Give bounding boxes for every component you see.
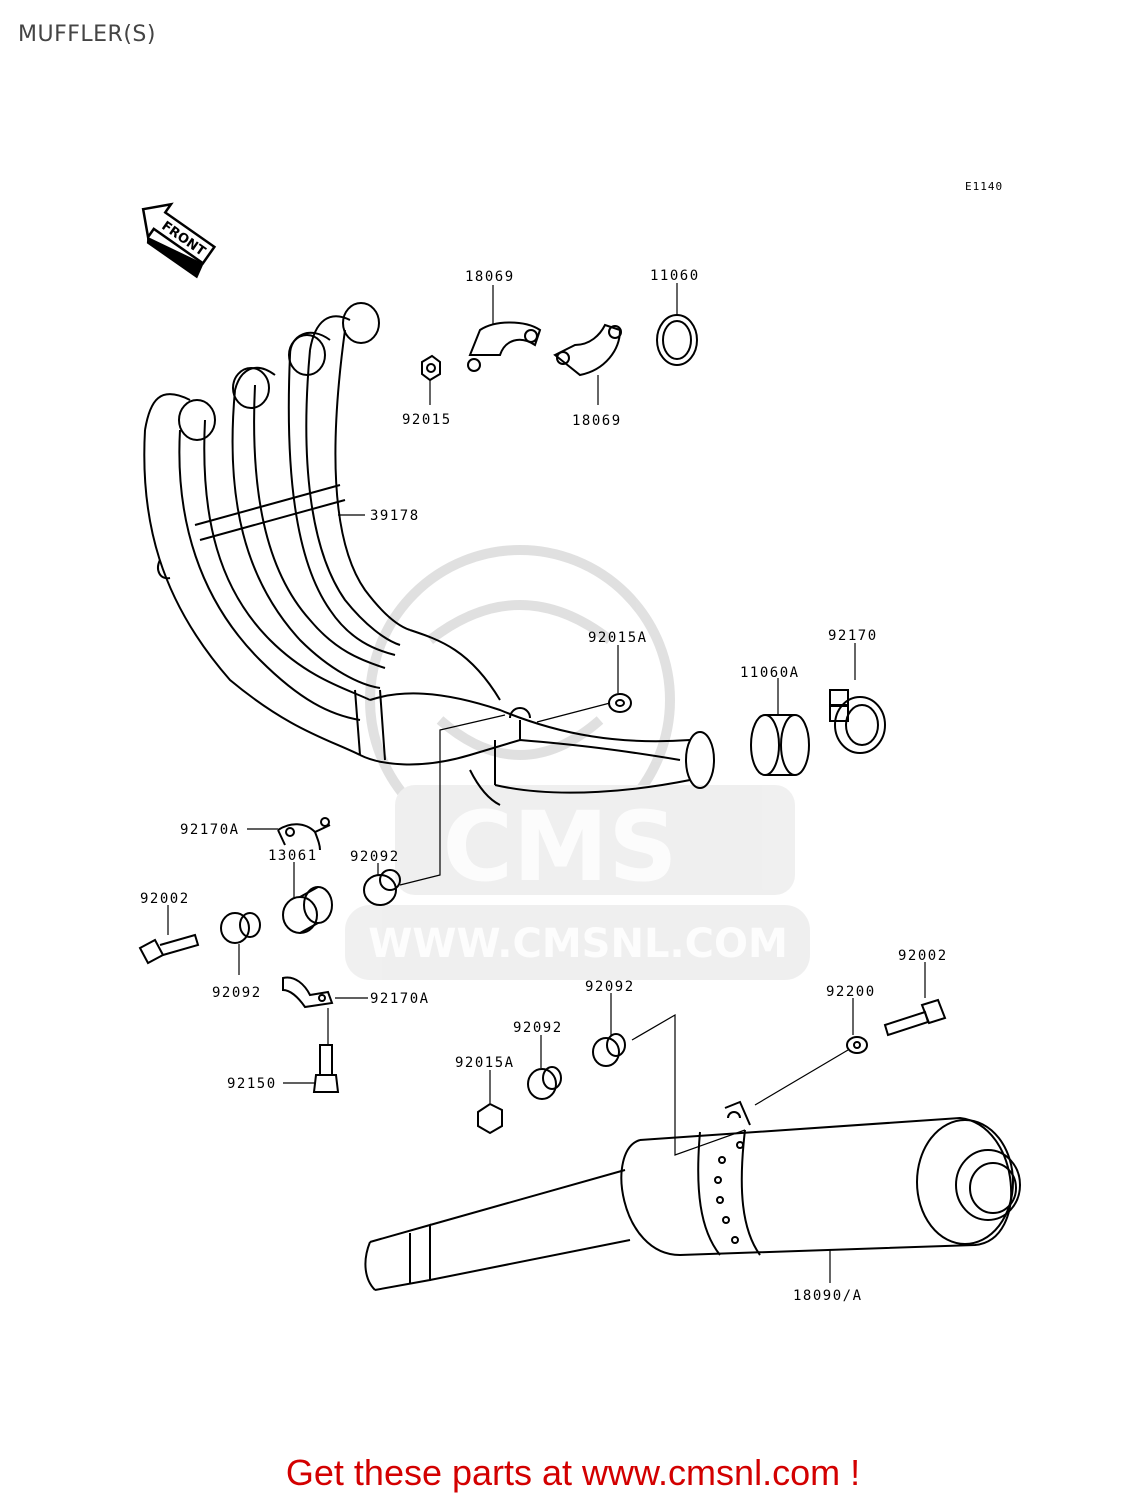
callout-labels: 18069 11060 92015 18069 39178 92015A 921…: [140, 268, 948, 1304]
clamp-18069-a: [467, 321, 542, 372]
damper-92092-left: [220, 912, 261, 944]
diagram-code: E1140: [965, 180, 1003, 193]
callout-92015A-upper: 92015A: [588, 630, 648, 646]
watermark-brand: CMS: [442, 791, 677, 903]
bracket-92170A-lower: [282, 976, 334, 1009]
callout-92002-left: 92002: [140, 891, 190, 907]
callout-11060: 11060: [650, 268, 700, 284]
callout-92002-right: 92002: [898, 948, 948, 964]
callout-92092-lower-b: 92092: [585, 979, 635, 995]
callout-18069-bottom: 18069: [572, 413, 622, 429]
callout-92150: 92150: [227, 1076, 277, 1092]
nut-92015A-upper: [608, 693, 632, 713]
exhaust-header-39178: [143, 302, 715, 806]
callout-18069-top: 18069: [465, 269, 515, 285]
footer-promo: Get these parts at www.cmsnl.com !: [0, 1452, 1146, 1494]
bolt-92002-left: [138, 933, 200, 965]
gasket-11060A: [750, 714, 810, 776]
callout-92015A-lower: 92015A: [455, 1055, 515, 1071]
watermark-url: WWW.CMSNL.COM: [368, 921, 788, 967]
gasket-11060: [656, 314, 698, 366]
nut-92015: [421, 354, 441, 382]
clamp-18069-b: [553, 323, 622, 377]
bolt-92002-right: [883, 998, 947, 1037]
bolt-92150: [312, 1044, 340, 1093]
callout-18090A: 18090/A: [793, 1288, 863, 1304]
page-title: MUFFLER(S): [18, 22, 156, 47]
callout-92092-left: 92092: [212, 985, 262, 1001]
muffler-18090: [364, 1100, 1021, 1291]
damper-92092-lower-a: [527, 1066, 562, 1100]
callout-92170: 92170: [828, 628, 878, 644]
footer-link[interactable]: Get these parts at www.cmsnl.com !: [285, 1452, 861, 1493]
callout-92092-lower-a: 92092: [513, 1020, 563, 1036]
grommet-13061: [282, 886, 333, 934]
front-arrow-icon: FRONT: [141, 202, 217, 279]
callout-11060A: 11060A: [740, 665, 800, 681]
callout-39178: 39178: [370, 508, 420, 524]
callout-92015: 92015: [402, 412, 452, 428]
callout-92170A-upper: 92170A: [180, 822, 240, 838]
damper-92092-lower-b: [592, 1033, 626, 1067]
watermark: [345, 545, 810, 980]
damper-92092-upper: [363, 869, 401, 906]
callout-92092-upper: 92092: [350, 849, 400, 865]
bracket-92170A-upper: [277, 817, 331, 851]
leader-lines: [167, 283, 926, 1283]
clamp-92170: [829, 689, 886, 754]
nut-92015A-lower: [477, 1102, 503, 1135]
washer-92200: [846, 1036, 868, 1054]
callout-13061: 13061: [268, 848, 318, 864]
callout-92200: 92200: [826, 984, 876, 1000]
callout-92170A-lower: 92170A: [370, 991, 430, 1007]
